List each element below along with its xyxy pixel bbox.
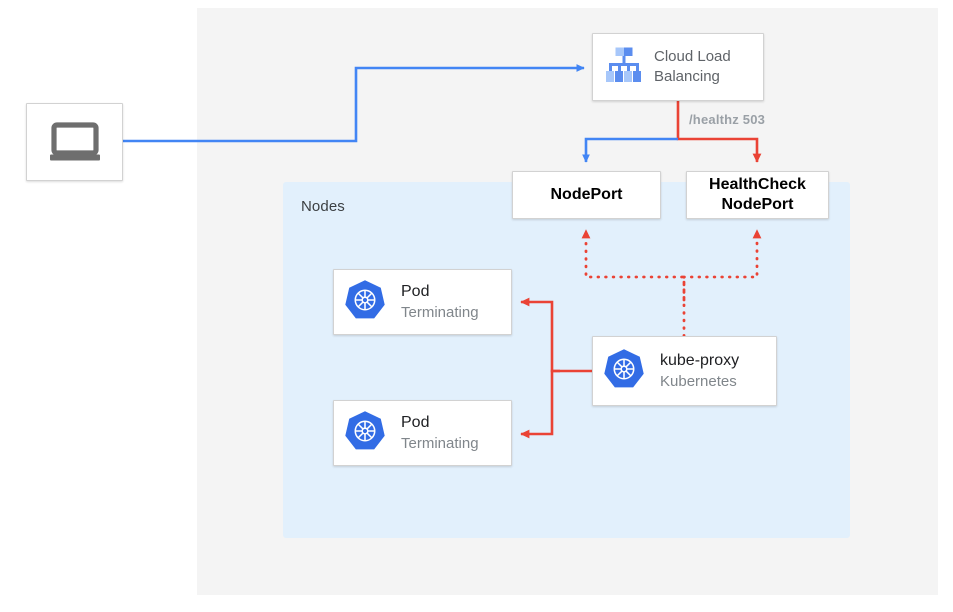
client-laptop-card[interactable] (26, 103, 123, 181)
nodes-panel-label: Nodes (301, 198, 345, 215)
cloud-load-balancing-title-line1: Cloud Load (654, 48, 731, 65)
kube-proxy-card[interactable]: kube-proxy Kubernetes (592, 336, 777, 406)
nodeport-label: NodePort (550, 186, 623, 203)
cloud-load-balancing-icon (603, 46, 645, 89)
pod-1-title: Pod (401, 283, 430, 300)
pod-2-title: Pod (401, 414, 430, 431)
healthz-status-label: /healthz 503 (689, 112, 766, 127)
cloud-load-balancing-title-line2: Balancing (654, 68, 720, 85)
pod-2-status: Terminating (401, 435, 479, 452)
nodeport-card[interactable]: NodePort (512, 171, 661, 219)
kube-proxy-title: kube-proxy (660, 352, 740, 369)
kubernetes-icon (602, 347, 646, 396)
pod-card-2[interactable]: Pod Terminating (333, 400, 512, 466)
cloud-load-balancing-card[interactable]: Cloud Load Balancing (592, 33, 764, 101)
healthcheck-nodeport-label-line1: HealthCheck (709, 176, 806, 193)
kube-proxy-subtitle: Kubernetes (660, 373, 737, 390)
pod-1-status: Terminating (401, 304, 479, 321)
healthcheck-nodeport-label-line2: NodePort (721, 196, 794, 213)
pod-card-1[interactable]: Pod Terminating (333, 269, 512, 335)
healthcheck-nodeport-card[interactable]: HealthCheck NodePort (686, 171, 829, 219)
kubernetes-icon (343, 278, 387, 327)
laptop-icon (48, 122, 102, 162)
kubernetes-icon (343, 409, 387, 458)
